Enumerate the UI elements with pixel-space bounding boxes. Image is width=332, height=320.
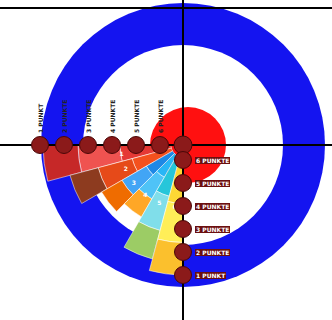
- score-label: 4 PUNKTE: [109, 100, 116, 133]
- curling-stone: 5 PUNKTE: [127, 136, 145, 154]
- segment-number: 4: [143, 191, 147, 198]
- curling-stone: 6 PUNKTE: [174, 151, 192, 169]
- score-label: 5 PUNKTE: [133, 100, 140, 133]
- stone-shape: [174, 197, 192, 215]
- score-label: 6 PUNKTE: [157, 100, 164, 133]
- segment-number: 1: [119, 150, 123, 157]
- curling-stone: 3 PUNKTE: [79, 136, 97, 154]
- stone-shape: [174, 151, 192, 169]
- curling-stone: 2 PUNKTE: [55, 136, 73, 154]
- curling-stone: 3 PUNKTE: [174, 220, 192, 238]
- stone-body: [104, 137, 121, 154]
- fan-segment: [70, 168, 107, 204]
- score-label: 3 PUNKTE: [85, 100, 92, 133]
- stone-body: [80, 137, 97, 154]
- curling-stone: 5 PUNKTE: [174, 174, 192, 192]
- curling-stone: 1 PUNKT: [31, 136, 49, 154]
- score-label: 1 PUNKT: [37, 104, 44, 133]
- curling-stone: 4 PUNKTE: [103, 136, 121, 154]
- curling-stone: 4 PUNKTE: [174, 197, 192, 215]
- stone-body: [56, 137, 73, 154]
- stone-body: [175, 267, 192, 284]
- score-label: 3 PUNKTE: [195, 226, 230, 233]
- stone-body: [175, 152, 192, 169]
- stone-body: [128, 137, 145, 154]
- score-fan: [43, 145, 183, 275]
- score-label: 2 PUNKTE: [61, 100, 68, 133]
- stone-shape: [151, 136, 169, 154]
- stone-shape: [55, 136, 73, 154]
- segment-number: 3: [132, 179, 136, 186]
- stone-shape: [127, 136, 145, 154]
- stone-shape: [174, 174, 192, 192]
- curling-stone: 6 PUNKTE: [151, 136, 169, 154]
- back-line: [0, 7, 332, 9]
- stone-shape: [174, 243, 192, 261]
- curling-stone: 1 PUNKT: [174, 266, 192, 284]
- segment-number: 5: [157, 199, 161, 206]
- score-label: 1 PUNKT: [195, 272, 226, 279]
- score-label: 6 PUNKTE: [195, 157, 230, 164]
- stone-body: [32, 137, 49, 154]
- score-label: 4 PUNKTE: [195, 203, 230, 210]
- stone-shape: [103, 136, 121, 154]
- stone-body: [175, 221, 192, 238]
- stone-body: [175, 175, 192, 192]
- stone-shape: [174, 266, 192, 284]
- stone-body: [175, 198, 192, 215]
- segment-number: 2: [124, 165, 128, 172]
- stone-shape: [174, 220, 192, 238]
- score-label: 2 PUNKTE: [195, 249, 230, 256]
- stone-body: [175, 244, 192, 261]
- score-label: 5 PUNKTE: [195, 180, 230, 187]
- stone-shape: [31, 136, 49, 154]
- curling-stone: 2 PUNKTE: [174, 243, 192, 261]
- stone-shape: [79, 136, 97, 154]
- stone-body: [152, 137, 169, 154]
